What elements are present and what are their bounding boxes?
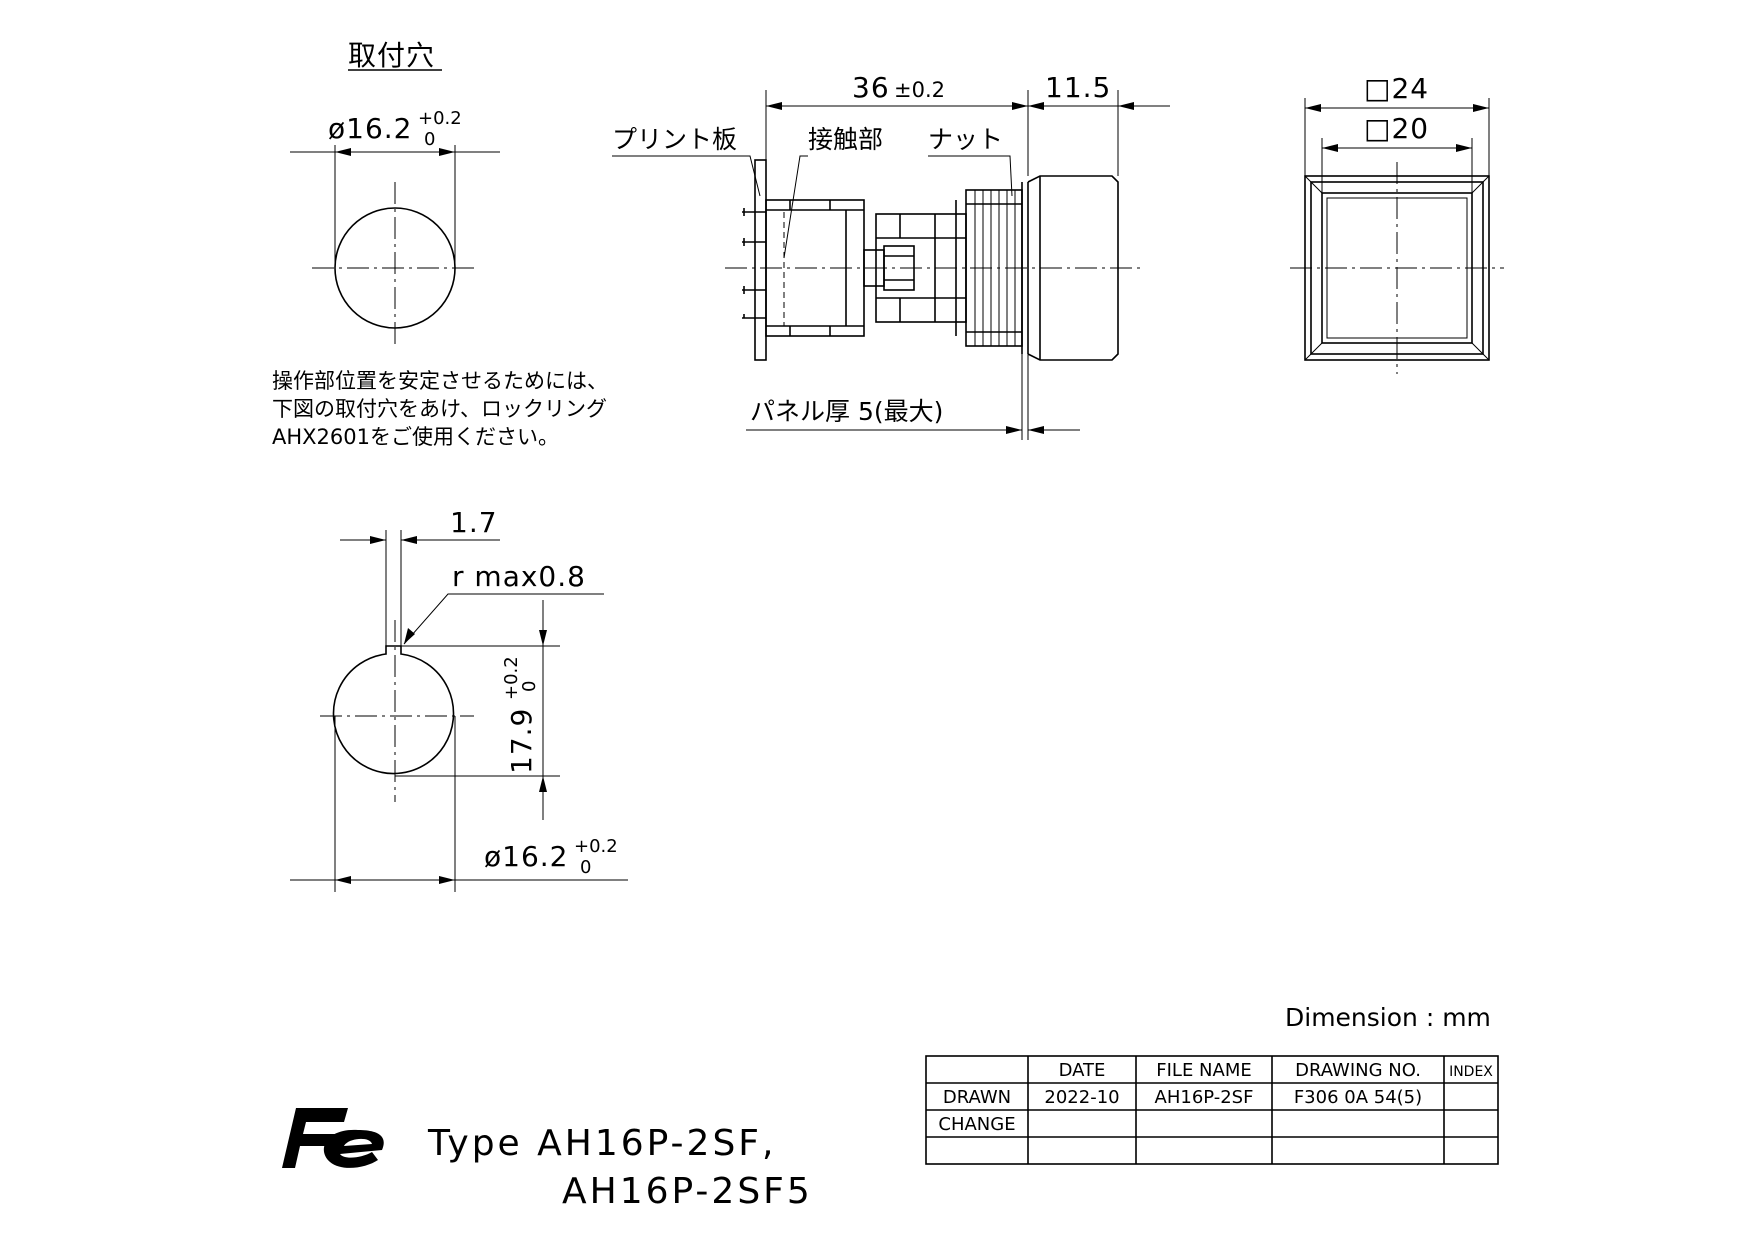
pcb-board — [754, 159, 767, 361]
keyed-hole-tol-lower: 0 — [580, 857, 591, 878]
mounting-hole-tol-upper: +0.2 — [418, 108, 462, 129]
front-view: □24 □20 — [1290, 72, 1504, 374]
dimension-unit: Dimension : mm — [1285, 1003, 1491, 1032]
label-nut: ナット — [928, 125, 1003, 154]
mounting-hole-diameter: ø16.2 — [328, 112, 412, 145]
tb-header-date: DATE — [1059, 1060, 1106, 1081]
keyed-hole-height: 17.9 — [505, 708, 538, 774]
tb-row-change-label: CHANGE — [938, 1114, 1015, 1135]
title-block: DATE FILE NAME DRAWING NO. INDEX DRAWN 2… — [925, 1055, 1499, 1165]
brand-logo: Fe — [282, 1108, 384, 1168]
tb-header-drawing-no: DRAWING NO. — [1295, 1060, 1421, 1081]
dim-length: 36 — [852, 71, 890, 104]
note-line-2: 下図の取付穴をあけ、ロックリング — [272, 397, 607, 421]
tb-row-drawn-file: AH16P-2SF — [1155, 1087, 1254, 1108]
mounting-note: 操作部位置を安定させるためには、 下図の取付穴をあけ、ロックリング AHX260… — [272, 369, 608, 449]
keyed-hole-tol-upper: +0.2 — [574, 836, 618, 857]
type-line-2: AH16P-2SF5 — [562, 1171, 813, 1212]
keyed-hole-outline — [332, 645, 455, 775]
label-pcb: プリント板 — [612, 125, 737, 154]
notch-width: 1.7 — [450, 506, 498, 539]
front-outer-size: □24 — [1364, 72, 1429, 105]
note-line-1: 操作部位置を安定させるためには、 — [272, 369, 608, 393]
notch-radius: r max0.8 — [452, 560, 586, 593]
tb-header-file-name: FILE NAME — [1156, 1060, 1251, 1081]
keyed-hole-height-tol-upper: +0.2 — [501, 656, 522, 700]
label-contact: 接触部 — [808, 125, 883, 154]
type-line-1: Type AH16P-2SF, — [427, 1123, 776, 1164]
tb-row-drawn-label: DRAWN — [943, 1087, 1011, 1108]
mounting-hole-tol-lower: 0 — [424, 129, 435, 150]
mounting-hole-view: 取付穴 ø16.2 +0.2 0 — [290, 39, 500, 348]
keyed-hole-height-tol-lower: 0 — [519, 681, 540, 692]
tb-row-drawn-drawing-no: F306 0A 54(5) — [1294, 1087, 1422, 1108]
front-inner-size: □20 — [1364, 112, 1429, 145]
tb-row-drawn-date: 2022-10 — [1044, 1087, 1119, 1108]
mounting-hole-title: 取付穴 — [348, 39, 435, 72]
dim-length-tol: ±0.2 — [894, 78, 945, 102]
tb-header-index: INDEX — [1449, 1064, 1493, 1080]
keyed-hole-view: 1.7 r max0.8 17.9 +0.2 0 ø16.2 +0.2 0 — [290, 506, 628, 892]
keyed-hole-diameter: ø16.2 — [484, 840, 568, 873]
side-view: 36 ±0.2 11.5 プリント板 接触部 ナット パネル厚 5(最大) — [612, 71, 1170, 440]
button-cap — [1027, 175, 1119, 361]
note-line-3: AHX2601をご使用ください。 — [272, 425, 559, 449]
label-panel-thickness: パネル厚 5(最大) — [750, 397, 943, 426]
dim-depth: 11.5 — [1045, 71, 1111, 104]
